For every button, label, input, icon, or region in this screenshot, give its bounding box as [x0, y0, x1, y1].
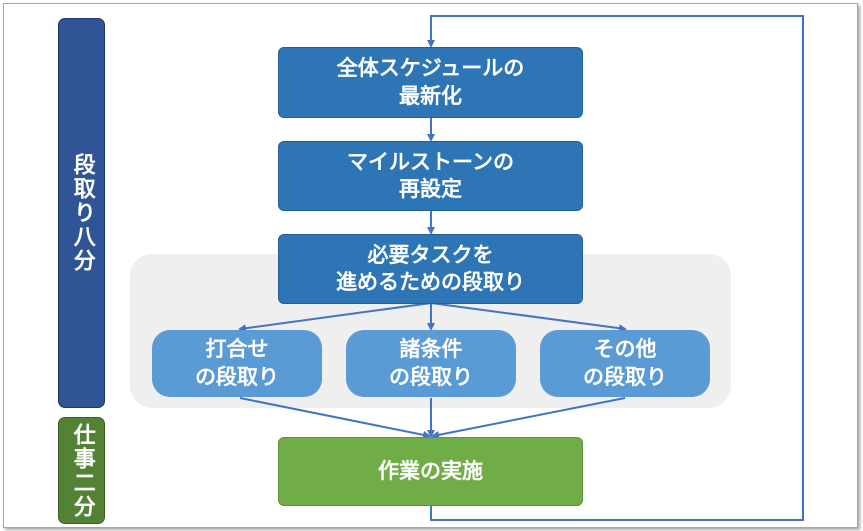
sub-other-preparation: その他 の段取り: [540, 330, 710, 397]
step-reset-milestones-line2: 再設定: [399, 177, 462, 201]
arrow-step3-to-sub1: [238, 302, 432, 333]
preparation-phase-label: 段取り八分: [69, 153, 95, 273]
step-execute-work-label: 作業の実施: [378, 458, 483, 483]
sub-conditions-line2: の段取り: [389, 364, 473, 389]
step-task-preparation-line2: 進めるための段取り: [336, 270, 525, 294]
work-phase-label: 仕事二分: [69, 422, 95, 519]
step-update-schedule: 全体スケジュールの 最新化: [278, 47, 583, 118]
arrow-step3-to-sub3: [430, 302, 627, 333]
arrow-sub1-to-final: [239, 397, 431, 439]
sub-meeting-preparation: 打合せ の段取り: [152, 330, 322, 397]
sub-meeting-line1: 打合せ: [205, 337, 269, 362]
feedback-loop-arrow: [427, 15, 804, 521]
step-reset-milestones-line1: マイルストーンの: [347, 149, 514, 174]
sub-meeting-line2: の段取り: [195, 364, 279, 389]
step-task-preparation-line1: 必要タスクを: [367, 242, 494, 267]
step-reset-milestones: マイルストーンの 再設定: [278, 141, 583, 211]
work-phase-bar: 仕事二分: [58, 417, 105, 524]
sub-other-line2: の段取り: [583, 364, 667, 389]
step-execute-work: 作業の実施: [278, 437, 583, 506]
arrow-sub3-to-final: [431, 397, 626, 439]
sub-conditions-line1: 諸条件: [399, 337, 463, 362]
step-update-schedule-line1: 全体スケジュールの: [336, 56, 525, 81]
preparation-phase-bar: 段取り八分: [58, 18, 105, 408]
step-update-schedule-line2: 最新化: [399, 83, 462, 108]
sub-other-line1: その他: [593, 337, 657, 362]
step-task-preparation: 必要タスクを 進めるための段取り: [278, 234, 583, 304]
sub-conditions-preparation: 諸条件 の段取り: [346, 330, 516, 397]
